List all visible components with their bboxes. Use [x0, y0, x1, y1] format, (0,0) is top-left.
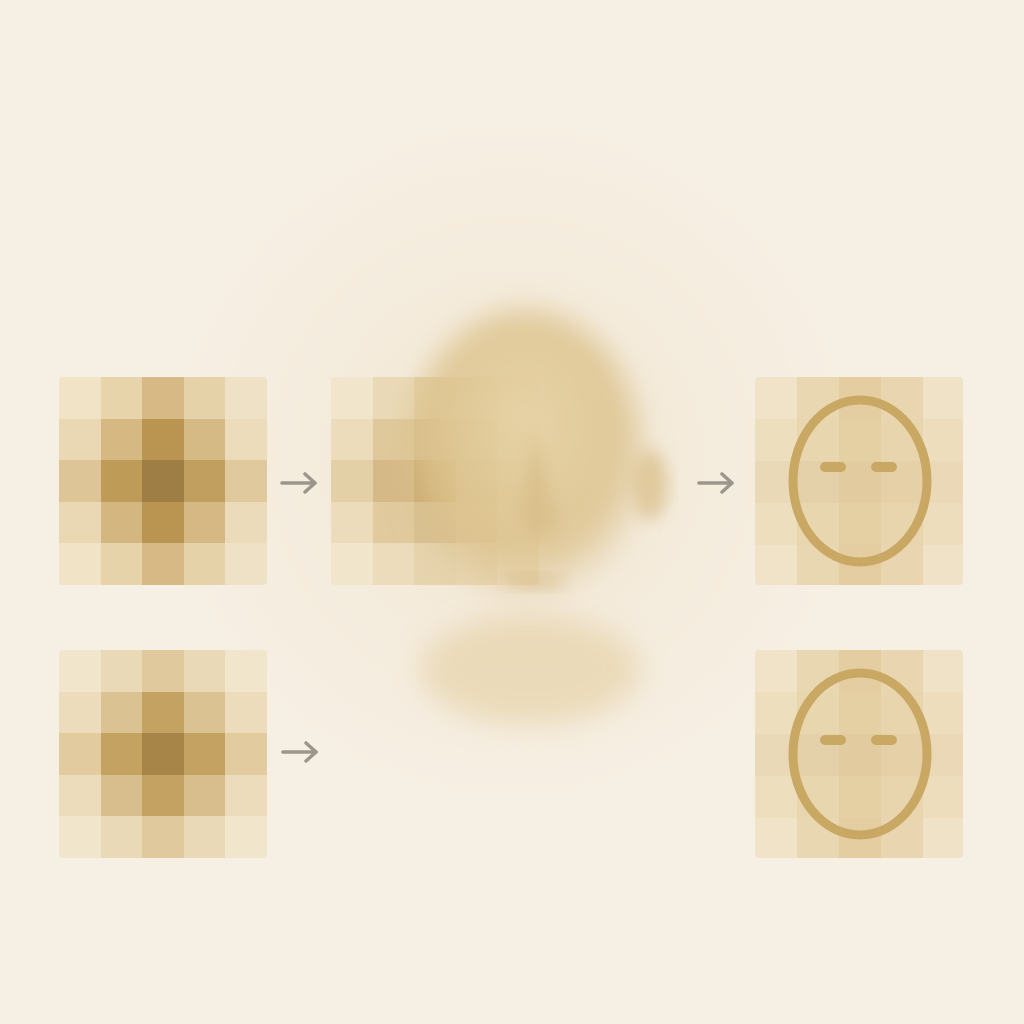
pixel-grid-center: [331, 377, 539, 585]
blur-pattern-panel-bottom: [59, 650, 267, 858]
face-outline-icon: [788, 395, 932, 567]
face-output-panel-top: [755, 377, 963, 585]
face-grid-top: [755, 377, 963, 585]
right-arrow-icon: [281, 741, 318, 763]
pixel-grid-top: [59, 377, 267, 585]
blur-pattern-panel-top: [59, 377, 267, 585]
right-arrow-icon: [697, 472, 734, 494]
right-arrow-icon: [280, 472, 317, 494]
face-outline-icon: [788, 668, 932, 840]
pixel-grid-bottom: [59, 650, 267, 858]
partial-pattern-panel-center: [331, 377, 539, 585]
face-grid-bottom: [755, 650, 963, 858]
face-output-panel-bottom: [755, 650, 963, 858]
